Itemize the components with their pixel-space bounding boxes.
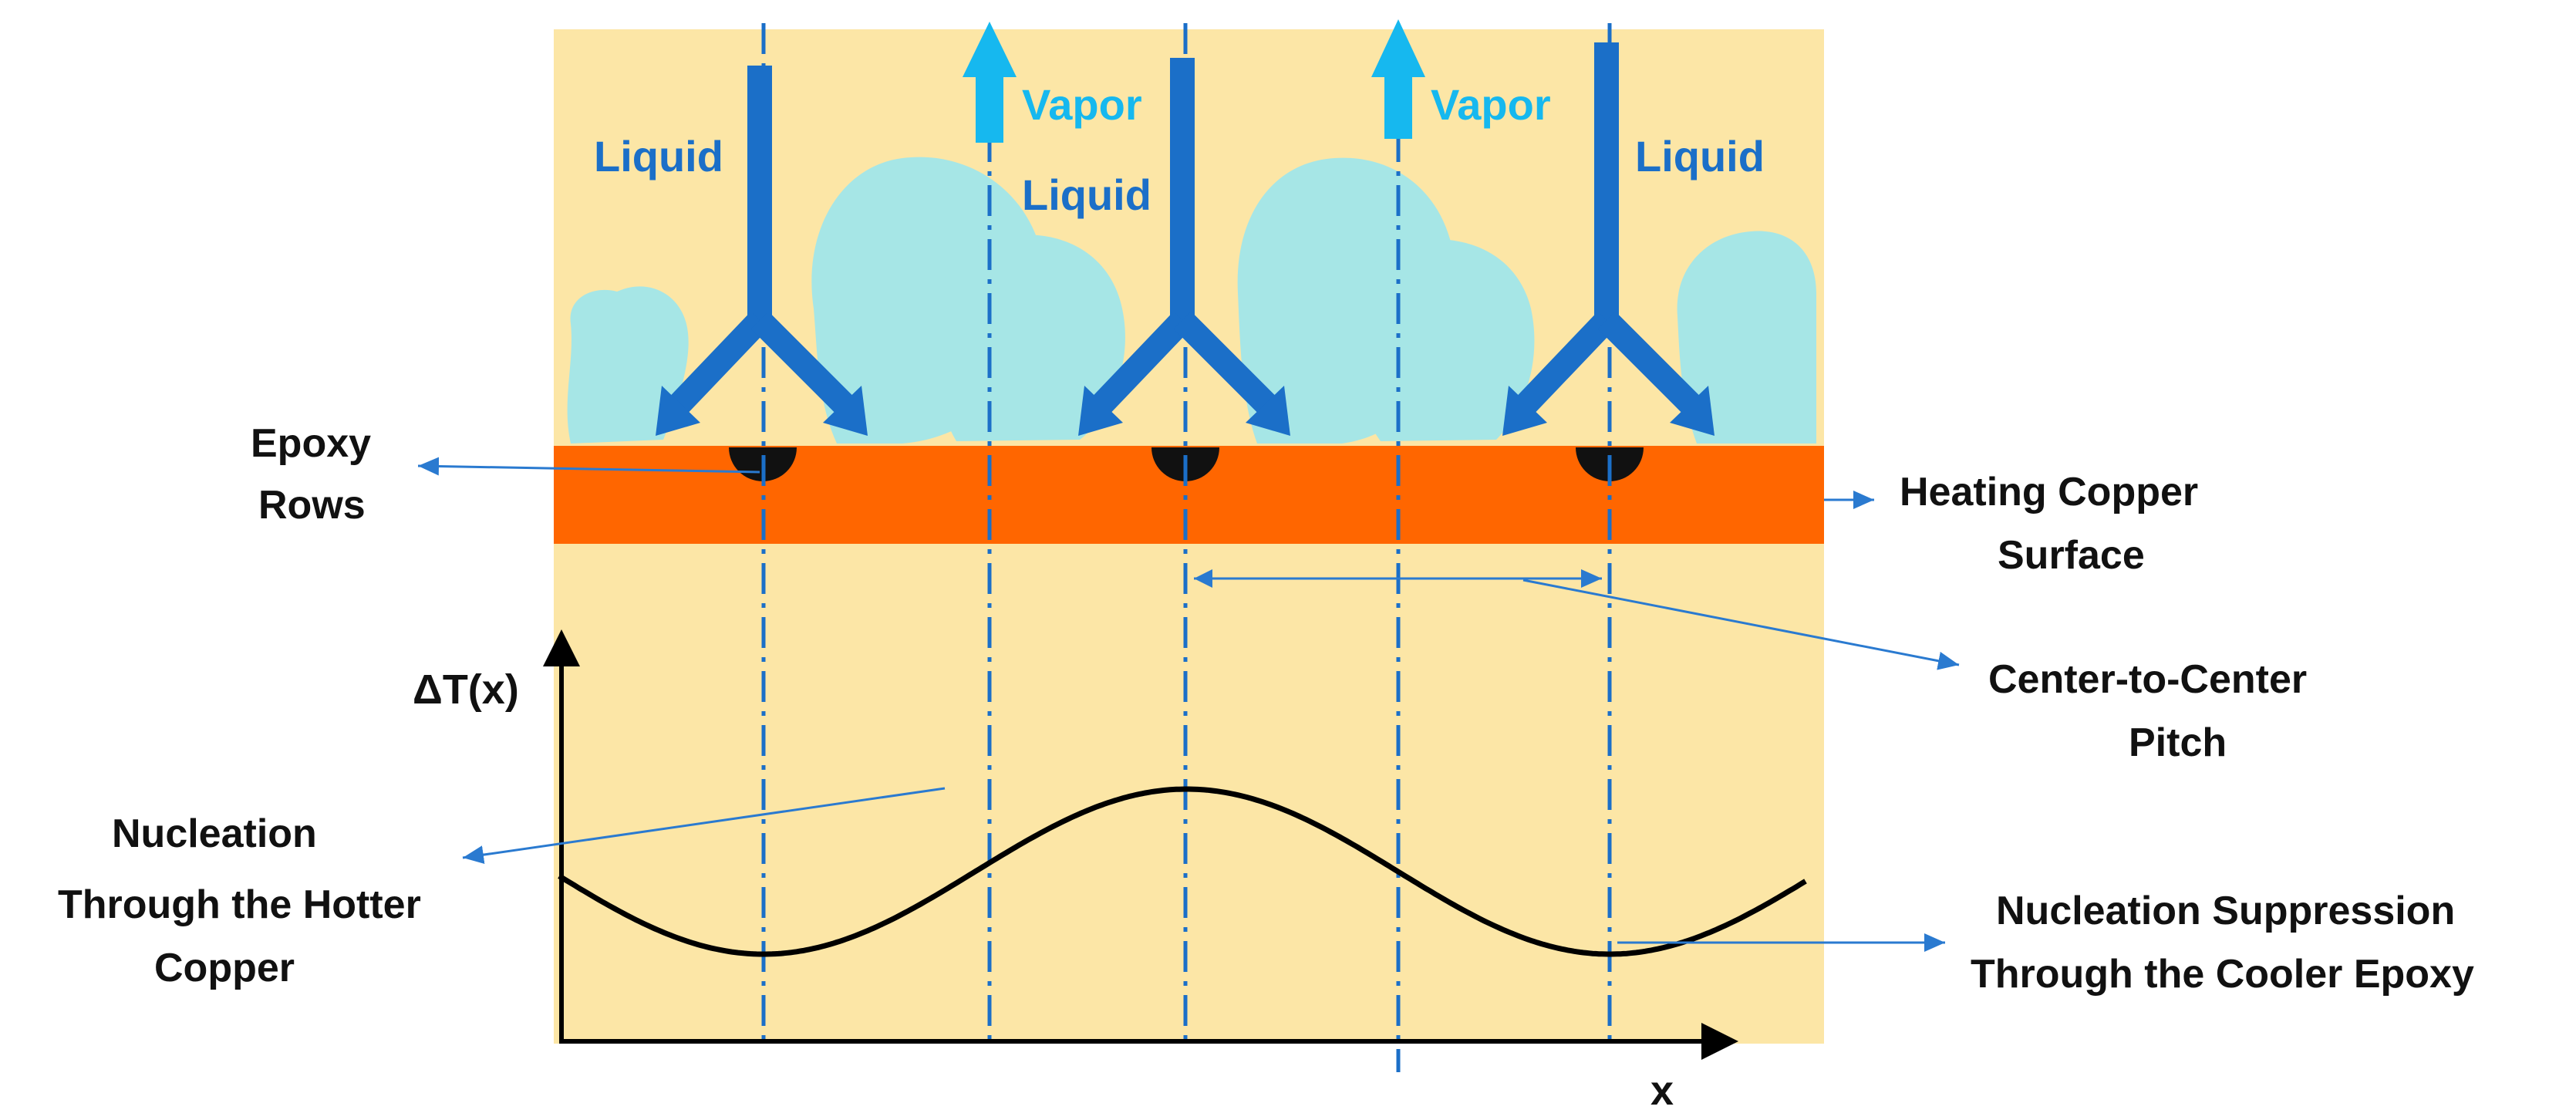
epoxy-label-line1: Epoxy — [251, 421, 371, 466]
suppression-label-line2: Through the Cooler Epoxy — [1971, 952, 2474, 997]
split-arrow-icon — [1092, 58, 1276, 414]
nucleation-label-line1: Nucleation — [112, 811, 317, 856]
vapor-arrows — [963, 19, 1425, 143]
vapor-bubbles — [567, 157, 1816, 444]
epoxy-leader — [417, 457, 760, 476]
up-arrow-icon — [1371, 19, 1425, 139]
nucleation-leader — [462, 787, 946, 865]
copper-label-line2: Surface — [1998, 533, 2145, 578]
suppression-label-line1: Nucleation Suppression — [1996, 889, 2455, 933]
plot-axes — [543, 629, 1738, 1060]
pitch-leader — [1522, 579, 1960, 670]
vapor-label-left: Vapor — [1022, 80, 1142, 129]
bubble-icon — [933, 234, 1125, 441]
nucleation-label-line2: Through the Hotter — [58, 882, 421, 927]
split-arrow-icon — [1516, 42, 1701, 414]
liquid-label-left: Liquid — [594, 132, 723, 180]
up-arrow-icon — [963, 22, 1017, 143]
temperature-curve — [558, 786, 1807, 957]
liquid-label-right: Liquid — [1635, 132, 1765, 180]
copper-label-line1: Heating Copper — [1900, 470, 2198, 514]
pitch-label-line2: Pitch — [2129, 720, 2227, 765]
pitch-label-line1: Center-to-Center — [1988, 657, 2307, 702]
x-axis-label: x — [1650, 1068, 1674, 1114]
bubble-icon — [567, 286, 689, 444]
bubble-icon — [1677, 231, 1816, 444]
y-axis-label: ΔT(x) — [413, 666, 519, 713]
epoxy-label-line2: Rows — [258, 483, 366, 528]
nucleation-label-line3: Copper — [154, 946, 295, 990]
bubble-icon — [1349, 239, 1535, 441]
split-arrow-icon — [669, 66, 854, 414]
vapor-label-right: Vapor — [1431, 80, 1551, 129]
liquid-arrows — [669, 42, 1701, 414]
liquid-label-mid: Liquid — [1022, 170, 1151, 219]
liquid-arrowheads — [656, 386, 1715, 436]
